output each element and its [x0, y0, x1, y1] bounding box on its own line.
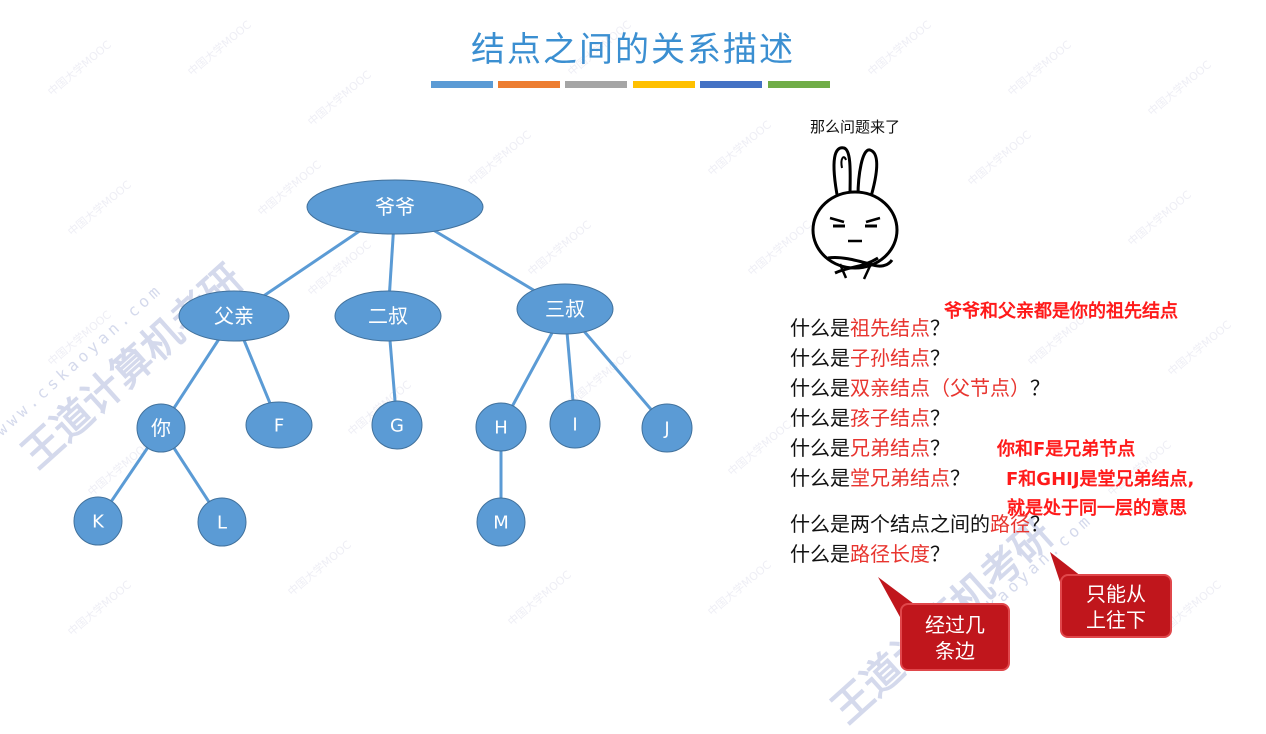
question-term: 祖先结点 — [850, 316, 930, 340]
question-prefix: 什么是 — [790, 436, 850, 460]
watermark-small: 中国大学MOOC — [965, 128, 1034, 189]
tree-node-label: F — [274, 415, 284, 436]
question-item: 什么是两个结点之间的路径？ — [790, 509, 1050, 539]
tree-node-shape — [475, 402, 527, 452]
question-prefix: 什么是 — [790, 316, 850, 340]
tree-node-label: G — [390, 415, 404, 436]
question-prefix: 什么是 — [790, 406, 850, 430]
question-suffix: ？ — [930, 406, 950, 430]
question-term: 兄弟结点 — [850, 436, 930, 460]
tree-node-I: I — [549, 399, 601, 449]
question-suffix: ？ — [930, 436, 950, 460]
question-suffix: ？ — [930, 542, 950, 566]
tree-node-label: L — [217, 512, 227, 533]
tree-node-uncle3: 三叔 — [516, 283, 614, 335]
tree-node-G: G — [371, 400, 423, 450]
cousin-note-line2: 就是处于同一层的意思 — [1007, 498, 1187, 519]
tree-node-uncle2: 二叔 — [334, 290, 442, 342]
tree-node-shape — [178, 290, 290, 342]
question-item: 什么是祖先结点？ — [790, 313, 1050, 343]
question-prefix: 什么是 — [790, 542, 850, 566]
question-item: 什么是路径长度？ — [790, 539, 1050, 569]
question-prefix: 什么是 — [790, 466, 850, 490]
path-callout: 只能从 上往下 — [1060, 574, 1172, 638]
question-prefix: 什么是 — [790, 376, 850, 400]
callout-line: 条边 — [935, 639, 975, 663]
tree-node-label: 你 — [151, 416, 171, 440]
question-suffix: ？ — [930, 346, 950, 370]
color-bar-segment — [565, 81, 627, 88]
tree-node-label: 父亲 — [214, 304, 254, 328]
question-suffix: ？ — [950, 466, 970, 490]
tree-node-shape — [476, 497, 526, 547]
question-item: 什么是子孙结点？ — [790, 343, 1050, 373]
tree-node-M: M — [476, 497, 526, 547]
question-term: 堂兄弟结点 — [850, 466, 950, 490]
color-bar-segment — [768, 81, 830, 88]
tree-node-label: J — [663, 418, 669, 439]
question-suffix: ？ — [930, 316, 950, 340]
question-suffix: ？ — [1030, 512, 1050, 536]
sibling-note: 你和F是兄弟节点 — [997, 439, 1136, 460]
question-item: 什么是孩子结点？ — [790, 403, 1050, 433]
color-bar-segment — [431, 81, 493, 88]
question-term: 路径长度 — [850, 542, 930, 566]
tree-node-shape — [245, 401, 313, 449]
path-length-callout: 经过几 条边 — [900, 603, 1010, 671]
meme-caption: 那么问题来了 — [810, 118, 901, 136]
tree-node-J: J — [641, 403, 693, 453]
question-term: 子孙结点 — [850, 346, 930, 370]
tree-node-H: H — [475, 402, 527, 452]
tree-node-label: K — [92, 511, 105, 532]
callout-line: 上往下 — [1086, 608, 1146, 632]
watermark-small: 中国大学MOOC — [1125, 188, 1194, 249]
tree-node-L: L — [197, 497, 247, 547]
tree-node-shape — [516, 283, 614, 335]
tree-node-you: 你 — [136, 403, 186, 453]
tree-node-label: 二叔 — [368, 304, 408, 328]
tree-node-father: 父亲 — [178, 290, 290, 342]
question-suffix: ？ — [1030, 376, 1050, 400]
callout-line: 经过几 — [925, 613, 985, 637]
question-item: 什么是堂兄弟结点？ — [790, 463, 1050, 493]
question-term: 路径 — [990, 512, 1030, 536]
question-list: 什么是祖先结点？什么是子孙结点？什么是双亲结点（父节点）？什么是孩子结点？什么是… — [790, 313, 1050, 569]
tree-node-label: 爷爷 — [375, 195, 415, 219]
tree-node-shape — [371, 400, 423, 450]
color-bar-segment — [633, 81, 695, 88]
callout-line: 只能从 — [1086, 582, 1146, 606]
tree-node-F: F — [245, 401, 313, 449]
tree-node-shape — [641, 403, 693, 453]
slide-title: 结点之间的关系描述 — [471, 30, 795, 70]
tree-node-label: M — [493, 512, 509, 533]
question-term: 孩子结点 — [850, 406, 930, 430]
tree-node-shape — [334, 290, 442, 342]
tree-node-label: 三叔 — [545, 297, 585, 321]
color-bar-segment — [700, 81, 762, 88]
tree-node-shape — [306, 179, 484, 235]
confused-bunny-icon — [811, 146, 899, 280]
tree-node-shape — [73, 496, 123, 546]
cousin-note-line1: F和GHIJ是堂兄弟结点, — [1006, 469, 1195, 490]
question-prefix: 什么是两个结点之间的 — [790, 512, 990, 536]
question-prefix: 什么是 — [790, 346, 850, 370]
tree-node-label: I — [572, 414, 577, 435]
color-bar-segment — [498, 81, 560, 88]
ancestor-note: 爷爷和父亲都是你的祖先结点 — [944, 301, 1178, 322]
tree-node-grandpa: 爷爷 — [306, 179, 484, 235]
tree-node-shape — [136, 403, 186, 453]
question-item: 什么是兄弟结点？ — [790, 433, 1050, 463]
watermark-small: 中国大学MOOC — [1165, 318, 1234, 379]
tree-node-shape — [549, 399, 601, 449]
question-term: 双亲结点（父节点） — [850, 376, 1030, 400]
question-item: 什么是双亲结点（父节点）？ — [790, 373, 1050, 403]
tree-node-K: K — [73, 496, 123, 546]
tree-node-label: H — [494, 417, 508, 438]
tree-node-shape — [197, 497, 247, 547]
